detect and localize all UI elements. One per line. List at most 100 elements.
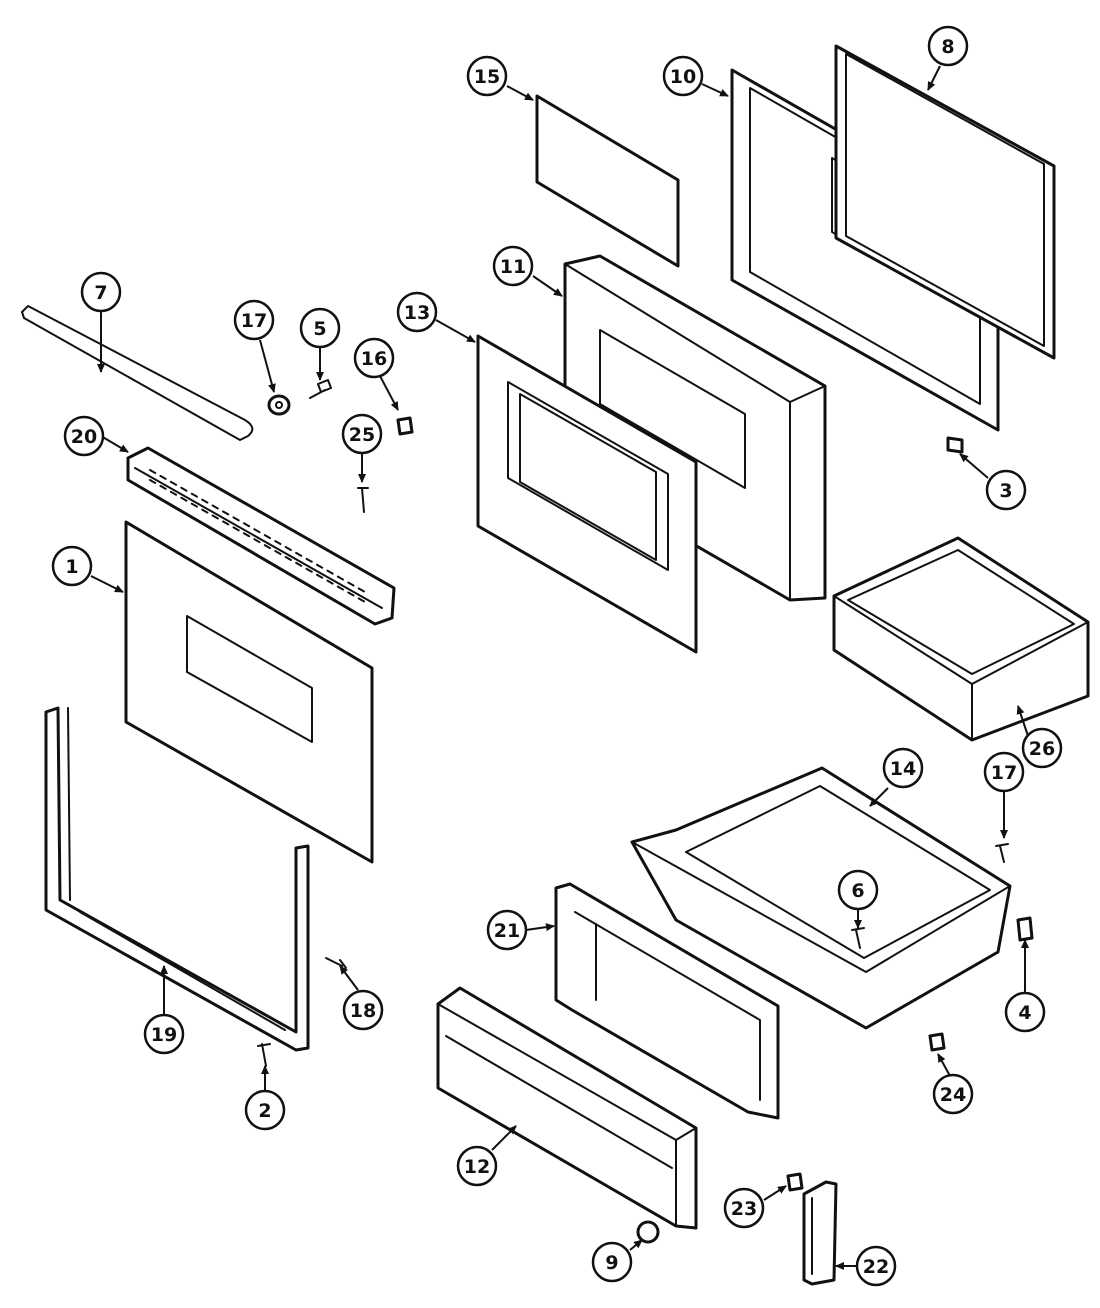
callout-12: 12 [456, 1145, 498, 1187]
callout-25-label: 25 [349, 424, 375, 446]
callout-3: 3 [985, 469, 1027, 511]
leader-14 [869, 787, 889, 807]
callout-11-label: 11 [500, 256, 526, 278]
leader-13 [435, 319, 476, 343]
callout-9-label: 9 [605, 1252, 618, 1274]
leader-3 [959, 453, 989, 479]
callout-25: 25 [341, 413, 383, 455]
callout-12-label: 12 [464, 1156, 490, 1178]
callout-13: 13 [396, 291, 438, 333]
callout-24-label: 24 [940, 1084, 966, 1106]
leader-18 [339, 965, 359, 991]
leader-20 [100, 435, 129, 453]
part-15-glass [535, 94, 680, 268]
callout-16: 16 [353, 337, 395, 379]
callout-1: 1 [51, 545, 93, 587]
leader-24 [937, 1053, 951, 1077]
callout-26: 26 [1021, 727, 1063, 769]
part-7-door-handle [21, 305, 254, 441]
leader-10 [701, 83, 729, 97]
part-24-clip [928, 1032, 946, 1052]
leader-8 [927, 65, 941, 91]
callout-15-label: 15 [474, 66, 500, 88]
callout-4: 4 [1004, 991, 1046, 1033]
callout-18: 18 [342, 989, 384, 1031]
part-9-bumper [636, 1220, 660, 1244]
callout-5: 5 [299, 307, 341, 349]
callout-23: 23 [723, 1187, 765, 1229]
part-3-clip [946, 436, 964, 454]
leader-11 [532, 275, 563, 297]
callout-17a: 17 [233, 299, 275, 341]
callout-17a-label: 17 [241, 310, 267, 332]
callout-26-label: 26 [1029, 738, 1055, 760]
part-8-gasket [834, 44, 1056, 360]
leader-9 [629, 1239, 643, 1251]
callout-16-label: 16 [361, 348, 387, 370]
callout-7-label: 7 [94, 282, 107, 304]
callout-24: 24 [932, 1073, 974, 1115]
leader-15 [506, 85, 534, 101]
part-19-door-frame [44, 706, 310, 1052]
leader-16 [379, 375, 399, 411]
part-21-drawer-bracket [554, 882, 780, 1120]
callout-19-label: 19 [151, 1024, 177, 1046]
part-16-clip [396, 416, 414, 436]
leader-12 [491, 1125, 517, 1151]
callout-22-label: 22 [863, 1256, 889, 1278]
part-17-screw [995, 843, 1009, 863]
callout-18-label: 18 [350, 1000, 376, 1022]
callout-13-label: 13 [404, 302, 430, 324]
callout-2-label: 2 [258, 1100, 271, 1122]
callout-8: 8 [927, 25, 969, 67]
callout-21: 21 [486, 909, 528, 951]
callout-5-label: 5 [313, 318, 326, 340]
callout-3-label: 3 [999, 480, 1012, 502]
leader-26 [1016, 705, 1029, 737]
part-13-inner-door-frame [476, 334, 698, 654]
part-4-clip [1016, 916, 1034, 942]
callout-17b: 17 [983, 751, 1025, 793]
callout-17b-label: 17 [991, 762, 1017, 784]
callout-9: 9 [591, 1241, 633, 1283]
callout-15: 15 [466, 55, 508, 97]
leader-1 [90, 575, 124, 593]
part-26-drawer-pan [832, 536, 1090, 742]
part-25-screw [357, 487, 369, 513]
leader-23 [763, 1185, 787, 1201]
part-22-side-trim [802, 1180, 838, 1286]
part-17-nut [267, 394, 291, 416]
callout-10: 10 [662, 55, 704, 97]
callout-23-label: 23 [731, 1198, 757, 1220]
callout-11: 11 [492, 245, 534, 287]
part-5-screw [309, 379, 332, 399]
callout-2: 2 [244, 1089, 286, 1131]
callout-7: 7 [80, 271, 122, 313]
callout-6-label: 6 [851, 880, 864, 902]
callout-14: 14 [882, 747, 924, 789]
callout-20-label: 20 [71, 426, 97, 448]
part-23-clip [786, 1172, 804, 1192]
callout-19: 19 [143, 1013, 185, 1055]
part-14-drawer-body [630, 766, 1012, 1030]
leader-17a [259, 339, 276, 393]
part-12-drawer-front [436, 986, 698, 1230]
leader-lines [90, 65, 1029, 1270]
callout-10-label: 10 [670, 66, 696, 88]
callout-6: 6 [837, 869, 879, 911]
part-20-vent-trim [126, 446, 396, 626]
part-1-outer-door-panel [124, 520, 374, 864]
callout-1-label: 1 [65, 556, 78, 578]
callout-14-label: 14 [890, 758, 916, 780]
callout-20: 20 [63, 415, 105, 457]
callout-22: 22 [855, 1245, 897, 1287]
part-2-screw [257, 1043, 271, 1067]
callout-4-label: 4 [1018, 1002, 1031, 1024]
part-6-screw [851, 927, 865, 949]
callout-8-label: 8 [941, 36, 954, 58]
callout-21-label: 21 [494, 920, 520, 942]
leader-21 [525, 923, 555, 932]
part-18-screw [325, 957, 347, 969]
